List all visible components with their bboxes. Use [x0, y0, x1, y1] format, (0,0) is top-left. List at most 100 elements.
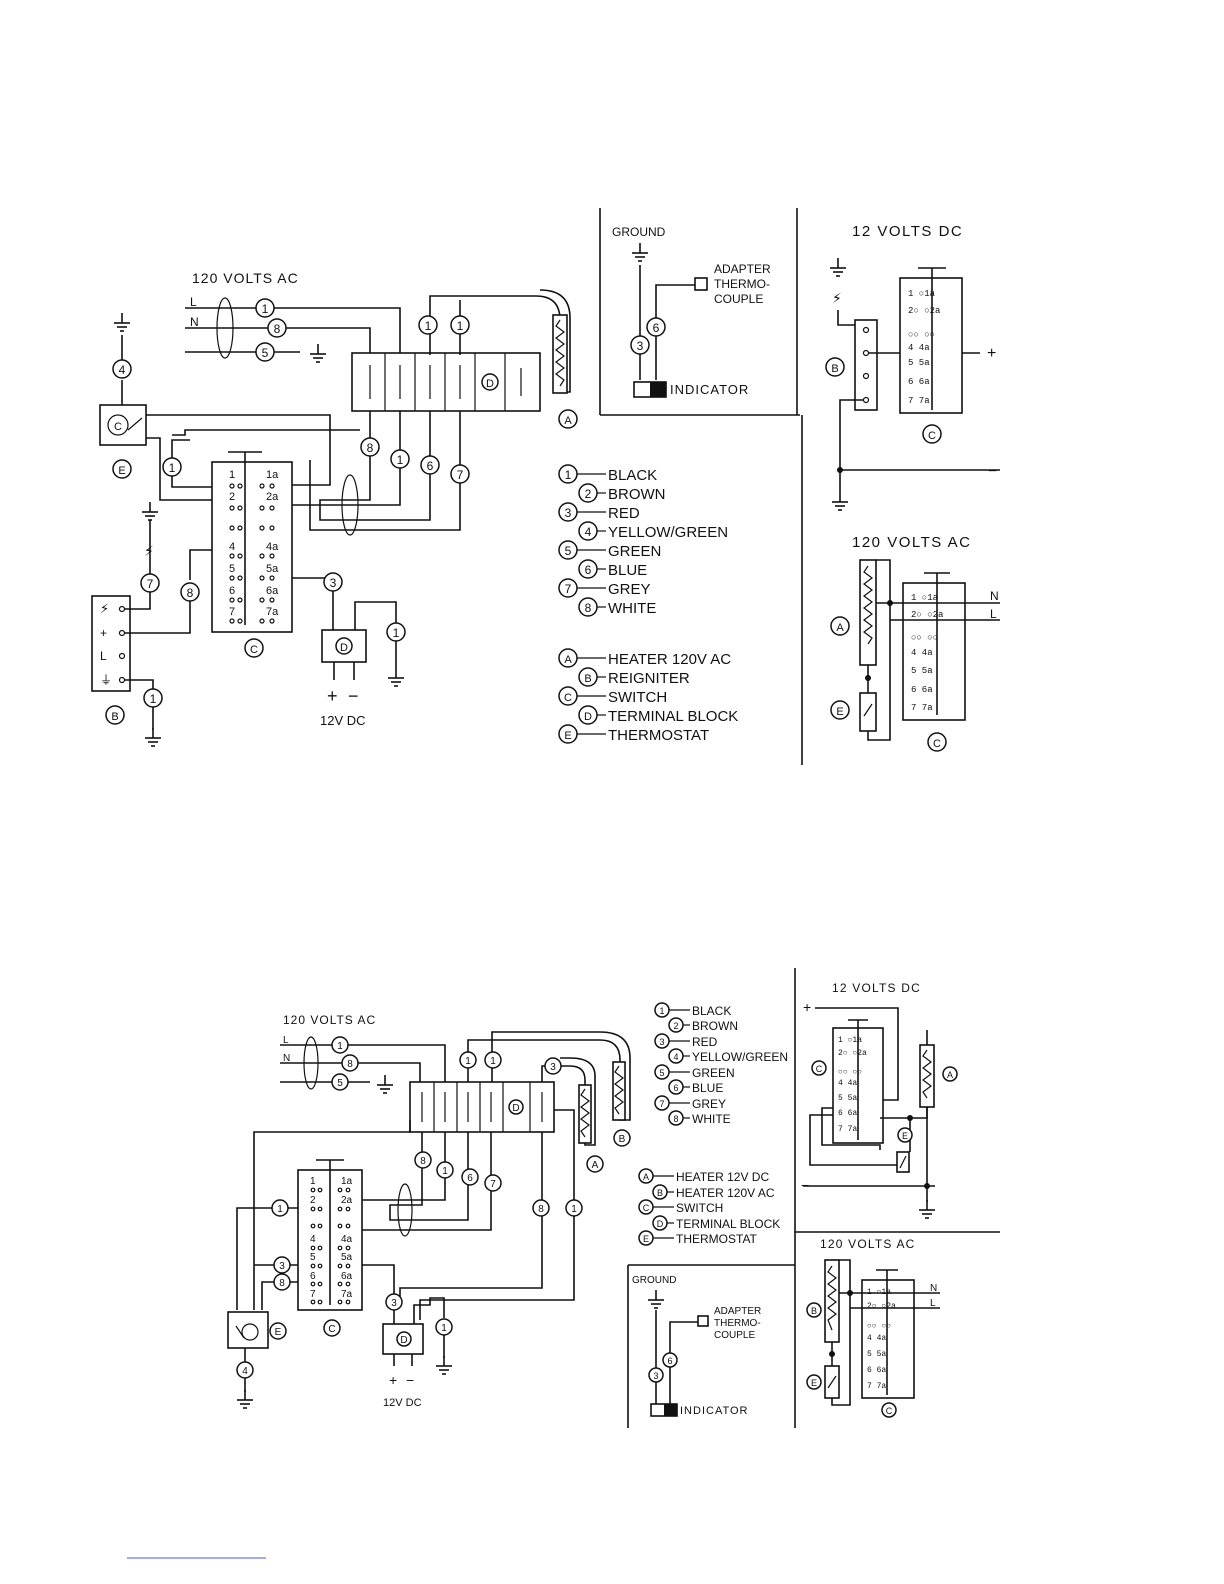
top-ground-inset-title: GROUND [612, 225, 666, 239]
svg-text:BROWN: BROWN [692, 1019, 738, 1033]
svg-text:B: B [584, 673, 591, 685]
bottom-dc-block-letter: D [400, 1335, 407, 1346]
svg-text:HEATER 120V AC: HEATER 120V AC [608, 651, 731, 668]
top-diagram: 120 VOLTS AC L N 1 8 5 D [91, 208, 1000, 765]
top-wire-number-text: 6 [427, 459, 434, 473]
svg-text:7a: 7a [341, 1289, 353, 1300]
top-ac-inset-thermostat [859, 692, 877, 732]
top-wire-N [185, 327, 371, 355]
top-dc-inset-title: 12 VOLTS DC [852, 223, 963, 240]
svg-text:E: E [564, 730, 571, 742]
top-wire-number-text: 4 [119, 363, 126, 377]
svg-text:GREY: GREY [608, 581, 651, 598]
bottom-wire-number-text: 6 [467, 1173, 473, 1184]
svg-text:7: 7 [659, 1099, 664, 1109]
svg-text:6 6a: 6 6a [908, 377, 930, 387]
bottom-dc-inset-a: A [947, 1070, 953, 1080]
bottom-ac-inset-switch [861, 1279, 915, 1399]
top-wire-number-text: 7 [457, 468, 464, 482]
bottom-wire-number-text: 1 [277, 1204, 283, 1215]
top-line-l: L [190, 295, 197, 309]
top-wire-number-text: 1 [150, 692, 157, 706]
svg-text:5a: 5a [266, 563, 279, 575]
svg-text:C: C [564, 692, 572, 704]
svg-text:GREEN: GREEN [692, 1066, 735, 1080]
svg-text:A: A [564, 654, 572, 666]
svg-text:4a: 4a [266, 541, 279, 553]
top-supply-dc-label: 12V DC [320, 713, 366, 728]
svg-text:3: 3 [659, 1037, 664, 1047]
top-dc-inset-b: B [831, 363, 838, 375]
svg-text:7 7a: 7 7a [867, 1382, 886, 1391]
svg-text:A: A [643, 1172, 649, 1182]
top-wire-number-text: 6 [653, 321, 660, 335]
bottom-wire-number-text: 3 [391, 1298, 397, 1309]
bottom-ac-inset-e: E [811, 1378, 817, 1388]
svg-text:7 7a: 7 7a [908, 396, 930, 406]
top-cable-bundle [216, 297, 234, 359]
svg-text:2○ ○2a: 2○ ○2a [908, 306, 941, 316]
svg-text:BLACK: BLACK [608, 467, 657, 484]
top-reigniter [91, 595, 131, 692]
svg-text:INDICATOR: INDICATOR [670, 382, 749, 397]
bottom-thermostat [227, 1311, 269, 1349]
top-switch [211, 461, 293, 633]
bottom-ac-inset-c: C [886, 1406, 893, 1416]
top-wire-number [255, 298, 275, 318]
svg-text:COUPLE: COUPLE [714, 292, 763, 306]
svg-text:○○ ○○: ○○ ○○ [838, 1068, 862, 1077]
svg-text:L: L [930, 1298, 936, 1309]
svg-text:6a: 6a [341, 1271, 353, 1282]
top-ac-inset-switch [902, 582, 966, 721]
top-wire-number-text: 1 [397, 453, 404, 467]
bottom-dc-inset-c: C [816, 1064, 823, 1074]
svg-text:8: 8 [673, 1114, 678, 1124]
bottom-wire-number-text: 3 [653, 1371, 658, 1381]
top-thermostat [99, 404, 147, 446]
svg-text:WHITE: WHITE [608, 600, 656, 617]
svg-text:RED: RED [692, 1035, 718, 1049]
svg-text:1: 1 [310, 1176, 316, 1187]
bottom-terminal-block [409, 1081, 555, 1133]
bottom-ground-inset-title: GROUND [632, 1275, 676, 1286]
svg-text:3: 3 [565, 506, 572, 520]
bottom-dc-inset-title: 12 VOLTS DC [832, 981, 921, 995]
top-ground-icon-supply [309, 343, 327, 363]
top-wire-number-text: 8 [274, 322, 281, 336]
svg-text:2: 2 [229, 491, 235, 503]
svg-text:4a: 4a [341, 1234, 353, 1245]
svg-text:−: − [988, 463, 997, 480]
bottom-wire-number-text: 5 [337, 1078, 343, 1089]
svg-text:BROWN: BROWN [608, 486, 666, 503]
svg-text:1: 1 [659, 1006, 664, 1016]
bottom-switch-letter: C [328, 1324, 335, 1335]
svg-text:WHITE: WHITE [692, 1112, 731, 1126]
svg-text:4 4a: 4 4a [867, 1334, 886, 1343]
bottom-terminal-block-letter: D [512, 1103, 519, 1114]
top-wire-number-text: 8 [367, 441, 374, 455]
top-wire-number-text: 8 [187, 586, 194, 600]
top-reigniter-letter: B [111, 711, 118, 723]
top-reigniter-ground-icon: ⏚ [100, 673, 112, 687]
top-wire-number-text: 1 [425, 319, 432, 333]
svg-text:THERMOSTAT: THERMOSTAT [608, 727, 709, 744]
svg-text:2a: 2a [266, 491, 279, 503]
svg-text:GREEN: GREEN [608, 543, 661, 560]
bottom-wire-number-text: 8 [420, 1156, 426, 1167]
svg-text:E: E [643, 1234, 649, 1244]
svg-text:BLUE: BLUE [692, 1081, 723, 1095]
svg-text:SWITCH: SWITCH [676, 1201, 723, 1215]
top-ac-inset-c: C [933, 738, 941, 750]
top-dc-block-letter: D [340, 642, 348, 654]
svg-text:2: 2 [673, 1021, 678, 1031]
top-adapter-thermocouple [694, 277, 708, 291]
top-wire-number-text: 1 [262, 302, 269, 316]
svg-text:N: N [930, 1283, 937, 1294]
svg-text:RED: RED [608, 505, 640, 522]
top-switch-letter: C [250, 644, 258, 656]
top-ac-inset-title: 120 VOLTS AC [852, 534, 971, 551]
